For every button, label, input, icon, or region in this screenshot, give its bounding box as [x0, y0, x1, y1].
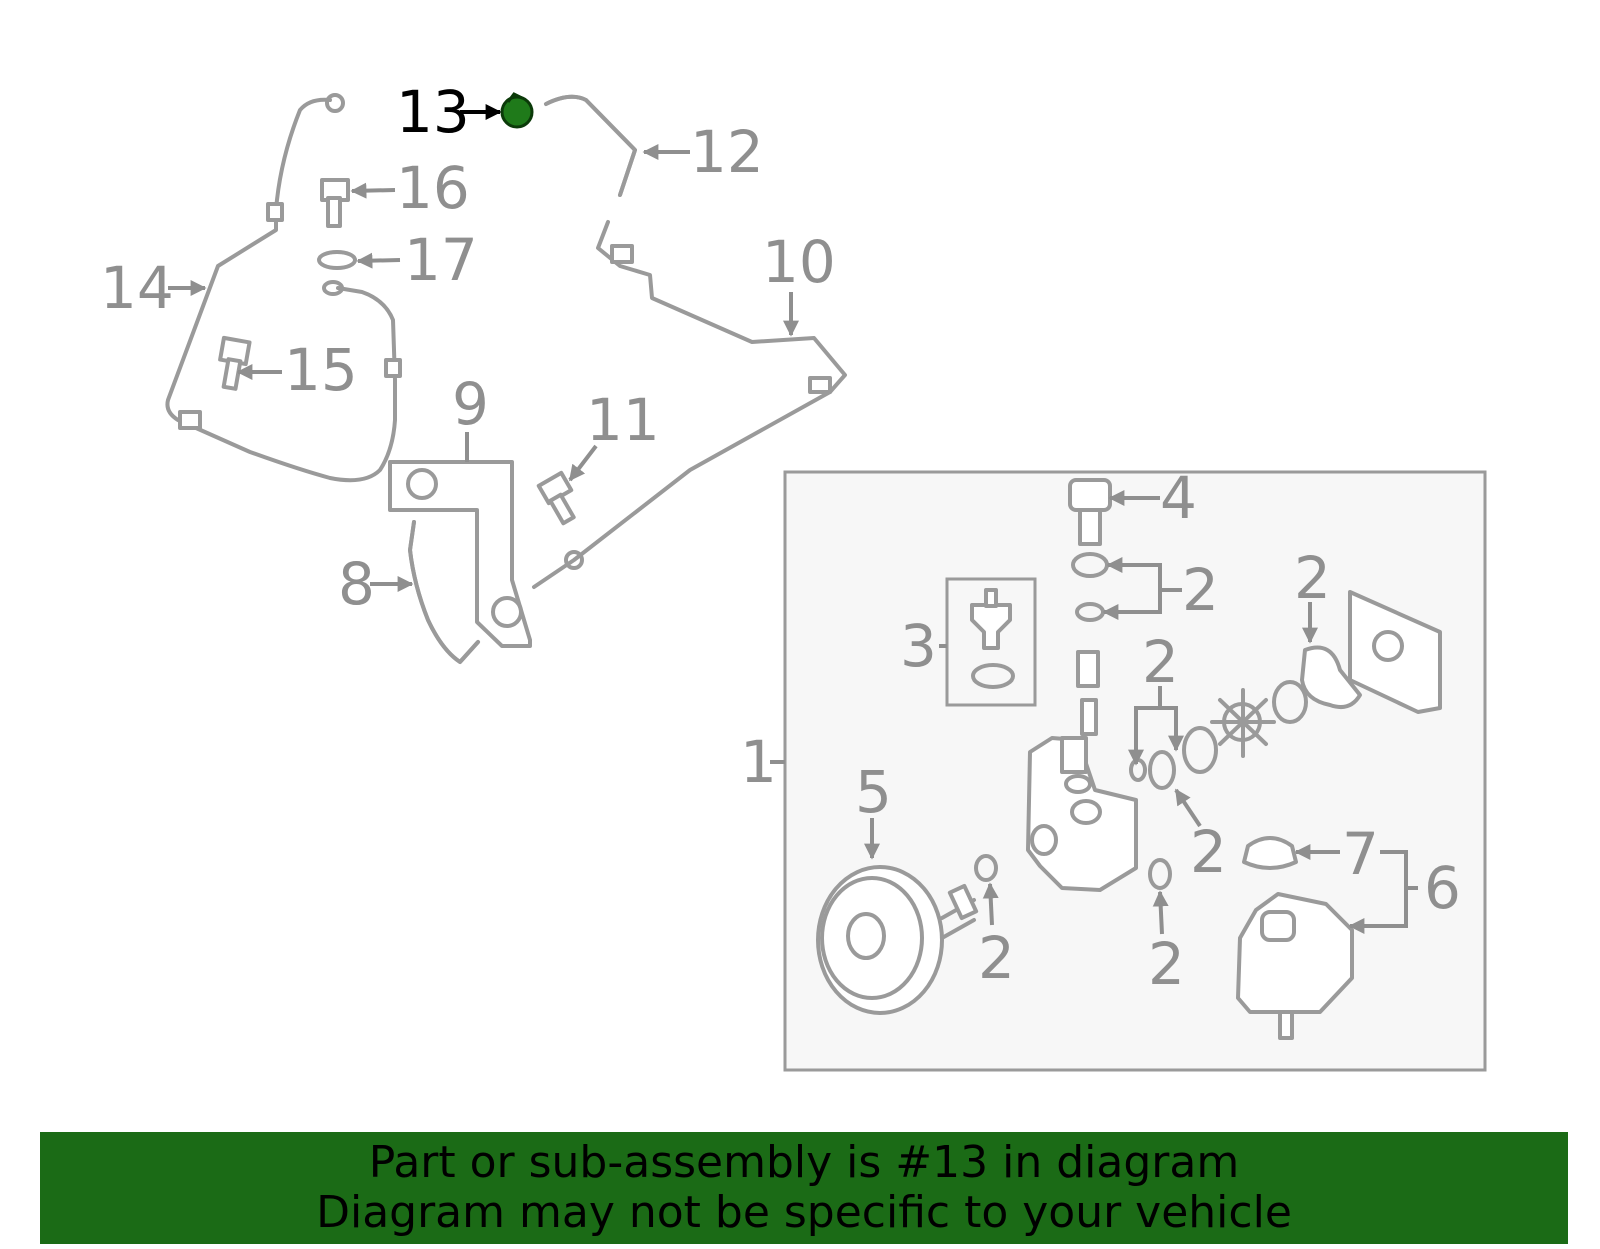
part-4-fitting[interactable] — [1068, 478, 1112, 546]
part-10-return-line[interactable] — [532, 220, 847, 589]
callout-labels: 13 12 16 17 14 10 15 9 11 8 4 2 3 2 2 1 … — [100, 78, 1461, 998]
callout-13: 13 — [396, 78, 470, 146]
part-7-cap[interactable] — [1242, 836, 1298, 870]
banner-line-2: Diagram may not be specific to your vehi… — [316, 1187, 1292, 1238]
callout-8: 8 — [338, 550, 375, 618]
callout-5: 5 — [855, 758, 892, 826]
callout-9: 9 — [452, 370, 489, 438]
part-12-return-hose[interactable] — [544, 94, 637, 197]
part-2-oring-c[interactable] — [974, 854, 998, 882]
banner-line-1: Part or sub-assembly is #13 in diagram — [368, 1137, 1240, 1188]
part-5-pulley[interactable] — [816, 865, 979, 1015]
part-14-pressure-hose[interactable] — [165, 93, 402, 483]
part-2-oring-d[interactable] — [1148, 858, 1172, 890]
callout-11: 11 — [586, 386, 660, 454]
callout-2-b: 2 — [1294, 544, 1331, 612]
pump-internal-parts — [1076, 590, 1442, 790]
part-17-washer[interactable] — [317, 250, 357, 270]
part-15-bolt[interactable] — [218, 335, 252, 391]
callout-12: 12 — [690, 118, 764, 186]
part-6-reservoir[interactable] — [1236, 892, 1354, 1040]
callout-15: 15 — [284, 336, 358, 404]
callout-7: 7 — [1342, 820, 1379, 888]
callout-2-d: 2 — [1190, 818, 1227, 886]
callout-3: 3 — [900, 612, 937, 680]
part-13-clamp[interactable] — [500, 92, 534, 129]
info-banner: Part or sub-assembly is #13 in diagram D… — [40, 1132, 1568, 1244]
callout-4: 4 — [1160, 464, 1197, 532]
pump-body[interactable] — [1026, 736, 1138, 892]
callout-16: 16 — [396, 154, 470, 222]
part-11-bolt[interactable] — [536, 470, 576, 526]
callout-2-c: 2 — [1142, 628, 1179, 696]
callout-1: 1 — [740, 728, 777, 796]
callout-6: 6 — [1424, 854, 1461, 922]
part-9-bracket[interactable] — [388, 460, 532, 648]
callout-2-e: 2 — [978, 924, 1015, 992]
part-3-flow-valve[interactable] — [945, 577, 1037, 707]
callout-2-f: 2 — [1148, 930, 1185, 998]
part-16-bolt[interactable] — [320, 178, 350, 228]
callout-14: 14 — [100, 254, 174, 322]
leader-lines — [168, 104, 1418, 935]
callout-10: 10 — [762, 228, 836, 296]
callout-2-a: 2 — [1182, 556, 1219, 624]
callout-17: 17 — [404, 226, 478, 294]
